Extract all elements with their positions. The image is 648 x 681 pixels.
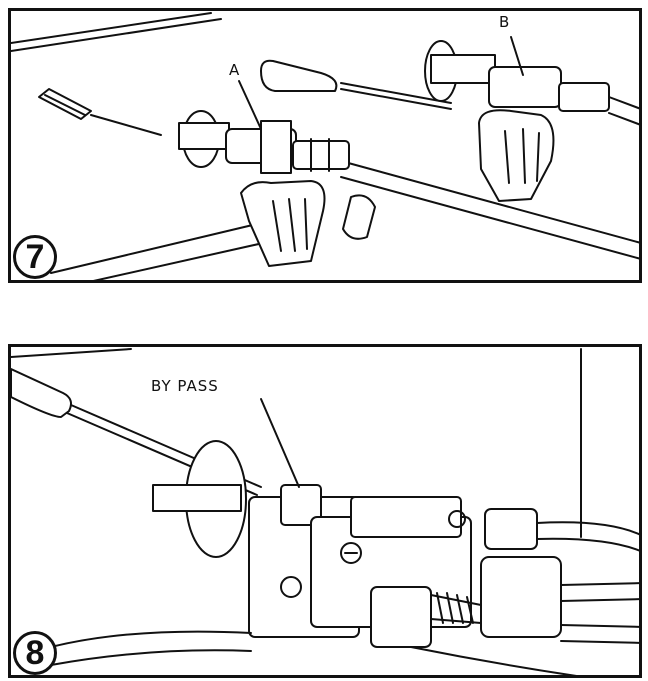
large-screwdriver xyxy=(260,59,452,110)
shelf-edge-line xyxy=(11,348,132,358)
figure-number-badge: 7 xyxy=(13,235,57,279)
label-b-leader xyxy=(510,36,524,76)
figure-7-panel: A B 7 xyxy=(8,8,642,283)
figure-8-panel: BY PASS 8 xyxy=(8,344,642,678)
label-b: B xyxy=(499,13,510,31)
figure-number-badge: 8 xyxy=(13,631,57,675)
shelf-edge-line xyxy=(11,12,212,44)
bypass-screw xyxy=(280,484,322,526)
label-bypass: BY PASS xyxy=(151,377,219,395)
gas-pipe xyxy=(340,176,639,260)
gas-pipe xyxy=(340,160,639,244)
valve-body xyxy=(248,484,562,648)
figure-8-illustration xyxy=(11,348,639,675)
gas-pipe xyxy=(536,521,639,552)
label-a: A xyxy=(229,61,240,79)
burner-tube xyxy=(50,222,262,274)
gas-pipe xyxy=(410,646,577,675)
shelf-edge-line xyxy=(11,18,222,52)
valve-b xyxy=(424,40,639,202)
bypass-leader xyxy=(260,398,300,488)
figure-7-illustration xyxy=(11,12,639,280)
valve-a xyxy=(178,110,376,267)
label-a-leader xyxy=(238,80,262,130)
gas-pipe xyxy=(560,582,639,602)
gas-pipe xyxy=(560,624,639,644)
burner-tube xyxy=(50,630,252,666)
burner-tube xyxy=(93,238,282,280)
small-screwdriver xyxy=(38,88,162,136)
knob-spindle xyxy=(152,484,242,512)
